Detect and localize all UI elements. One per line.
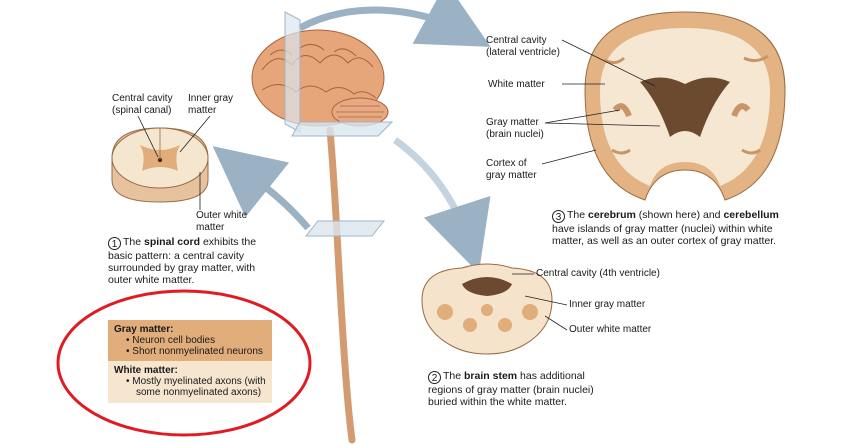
cerebrum-cortex-label-line2: gray matter xyxy=(486,170,537,181)
step-number-3: 3 xyxy=(552,210,565,223)
cerebrum-caption-mid: (shown here) and xyxy=(635,209,724,221)
section-plane-brainstem xyxy=(291,121,394,137)
arrow-to-cerebrum xyxy=(298,0,491,47)
spinal-caption-bold: spinal cord xyxy=(144,236,201,248)
brainstem-caption-bold: brain stem xyxy=(464,370,518,382)
brainstem-caption-pre: The xyxy=(443,370,465,382)
cerebrum-gray-label: Gray matter (brain nuclei) xyxy=(486,117,544,141)
spinal-cord-section xyxy=(111,127,209,203)
brainstem-cavity-label: Central cavity (4th ventricle) xyxy=(536,268,660,279)
spinal-caption-line2: surrounded by gray matter, with xyxy=(108,262,256,274)
cerebrum-cavity-label-line2: (lateral ventricle) xyxy=(486,47,560,58)
cerebrum-gray-label-line2: (brain nuclei) xyxy=(486,129,544,140)
legend-white-item-text: Mostly myelinated axons (with xyxy=(132,376,266,387)
cerebrum-cortex-label-line1: Cortex of xyxy=(486,158,527,169)
spinal-inner-label: Inner gray matter xyxy=(188,93,233,117)
cerebrum-caption-pre: The xyxy=(567,209,589,221)
cerebrum-white-label: White matter xyxy=(488,79,545,90)
spinal-inner-label-line1: Inner gray xyxy=(188,93,234,104)
section-plane-cerebrum xyxy=(284,11,301,133)
cerebrum-cavity-label: Central cavity (lateral ventricle) xyxy=(486,35,560,59)
spinal-outer-label-line2: matter xyxy=(196,222,225,233)
step-number-1: 1 xyxy=(108,237,121,250)
legend-gray-matter: Gray matter: • Neuron cell bodies • Shor… xyxy=(108,320,272,361)
step-number-2: 2 xyxy=(428,371,441,384)
matter-legend: Gray matter: • Neuron cell bodies • Shor… xyxy=(108,320,272,403)
brainstem-outer-label: Outer white matter xyxy=(569,324,652,335)
spinal-outer-label: Outer white matter xyxy=(196,210,247,234)
legend-gray-title: Gray matter: xyxy=(114,324,174,335)
spinal-cavity-label-line1: Central cavity xyxy=(112,93,173,104)
spinal-cavity-label-line2: (spinal canal) xyxy=(112,105,172,116)
brainstem-caption-post: has additional xyxy=(517,370,585,382)
legend-white-item-cont: some nonmyelinated axons) xyxy=(136,387,262,398)
legend-gray-item: • Short nonmyelinated neurons xyxy=(126,346,263,357)
arrow-to-brainstem xyxy=(392,137,491,274)
spinal-caption-post: exhibits the xyxy=(200,236,257,248)
cerebrum-caption-line2: matter, as well as an outer cortex of gr… xyxy=(552,235,777,247)
brainstem-inner-label: Inner gray matter xyxy=(569,299,646,310)
arrow-to-spinal-cord xyxy=(212,146,311,231)
spinal-inner-label-line2: matter xyxy=(188,105,217,116)
cerebrum-caption-bold2: cerebellum xyxy=(723,209,779,221)
cerebrum-cortex-label: Cortex of gray matter xyxy=(486,158,537,182)
legend-gray-item-text: Neuron cell bodies xyxy=(132,335,216,346)
spinal-outer-label-line1: Outer white xyxy=(196,210,248,221)
brainstem-section xyxy=(421,263,553,355)
brainstem-caption-line2: buried within the white matter. xyxy=(428,396,567,408)
legend-white-matter: White matter: • Mostly myelinated axons … xyxy=(108,361,272,403)
highlight-ring xyxy=(56,289,312,437)
spinal-caption-pre: The xyxy=(123,236,145,248)
cerebrum-caption-bold1: cerebrum xyxy=(588,209,636,221)
brain-illustration xyxy=(251,29,389,127)
legend-white-item: • Mostly myelinated axons (with xyxy=(126,376,266,387)
legend-gray-item: • Neuron cell bodies xyxy=(126,335,216,346)
spinal-cord-column xyxy=(326,126,356,444)
section-plane-spinal xyxy=(304,220,386,237)
spinal-caption-line1: basic pattern: a central cavity xyxy=(108,250,244,262)
cerebrum-gray-label-line1: Gray matter xyxy=(486,117,539,128)
legend-white-title: White matter: xyxy=(114,365,178,376)
cerebrum-cavity-label-line1: Central cavity xyxy=(486,35,547,46)
brainstem-caption-line1: regions of gray matter (brain nuclei) xyxy=(428,384,594,396)
spinal-caption-line3: outer white matter. xyxy=(108,274,195,286)
cerebrum-section xyxy=(584,11,786,201)
cerebrum-caption-line1: have islands of gray matter (nuclei) wit… xyxy=(552,223,773,235)
spinal-cavity-label: Central cavity (spinal canal) xyxy=(112,93,173,117)
legend-gray-item-text: Short nonmyelinated neurons xyxy=(132,346,263,357)
